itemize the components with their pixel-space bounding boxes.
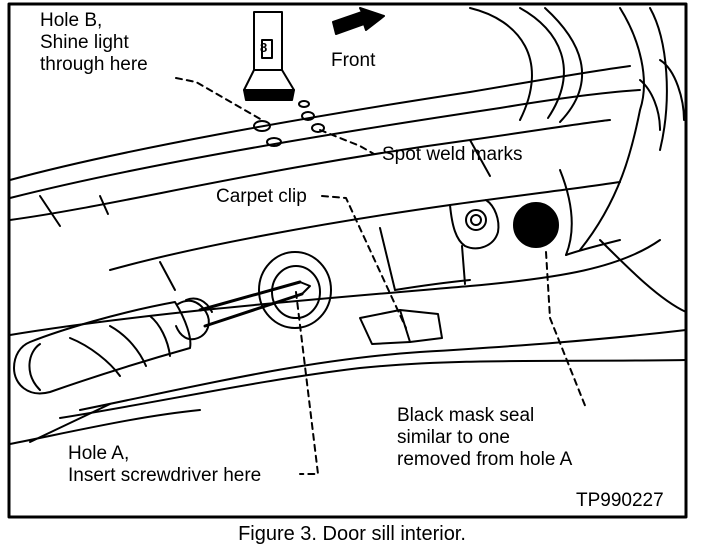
flashlight-icon: [243, 11, 295, 101]
hole-a-label-line-1: Hole A,: [68, 443, 130, 464]
mask-seal-label-line-1: Black mask seal: [397, 405, 535, 426]
figure-frame: [7, 2, 688, 519]
screwdriver: [13, 280, 311, 395]
hole-a-pointer: [29, 403, 111, 443]
hole-b-label-line-2: Shine light: [40, 32, 129, 53]
spot-weld-holes: [253, 100, 325, 147]
mask-seal-label-line-2: similar to one: [397, 427, 510, 448]
black-mask-seal: [513, 202, 559, 248]
figure-caption: Figure 3. Door sill interior.: [238, 523, 466, 545]
flashlight-glyph: 8: [260, 40, 268, 55]
mask-seal-label-line-3: removed from hole A: [397, 449, 573, 470]
spot-weld-label: Spot weld marks: [382, 144, 523, 165]
front-arrow-icon: [332, 7, 385, 35]
hole-b-label-line-3: through here: [40, 54, 148, 75]
hole-a-label-line-2: Insert screwdriver here: [68, 465, 262, 486]
hole-a-grommet: [258, 251, 332, 329]
carpet-clip-label: Carpet clip: [216, 186, 307, 207]
sill-upper-panel: [9, 65, 641, 227]
figure-id-label: TP990227: [576, 490, 664, 511]
door-sill-drawing: [7, 2, 688, 519]
sill-middle: [109, 169, 621, 291]
hole-b-label-line-1: Hole B,: [40, 10, 103, 31]
leader-lines: [175, 77, 587, 475]
front-label: Front: [331, 50, 376, 71]
carpet-clip: [359, 309, 443, 345]
door-seal-curve: [469, 7, 685, 251]
